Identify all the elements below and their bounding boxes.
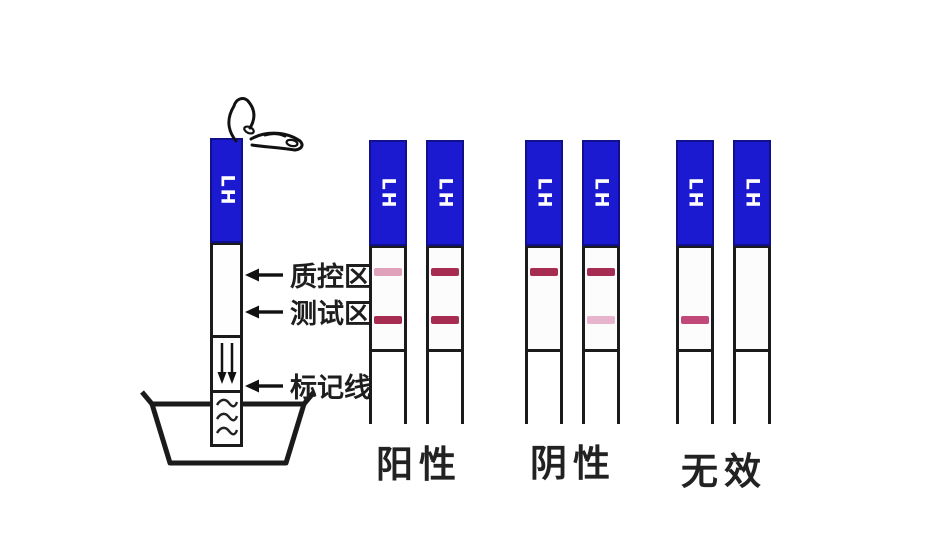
test-line	[431, 316, 459, 324]
strip-brand-label: LH	[684, 176, 707, 210]
annotation-test-zone: 测试区	[245, 292, 371, 331]
test-strip: LH	[426, 140, 464, 424]
strip-header: LH	[733, 140, 771, 246]
left-arrow-icon	[245, 268, 283, 281]
left-arrow-icon	[245, 379, 283, 392]
test-strip: LH	[525, 140, 563, 424]
strip-lower-section	[369, 352, 407, 424]
demo-dip-direction	[210, 335, 243, 390]
strip-lower-section	[525, 352, 563, 424]
demo-brand-label: LH	[216, 174, 239, 207]
strip-brand-label: LH	[377, 176, 400, 210]
strip-brand-label: LH	[434, 176, 457, 210]
strip-lower-section	[582, 352, 620, 424]
annotation-control-zone: 质控区	[245, 255, 371, 294]
test-strip: LH	[369, 140, 407, 424]
demo-test-strip: LH	[210, 138, 243, 447]
result-label-negative: 阴性	[530, 442, 616, 485]
strip-lower-section	[676, 352, 714, 424]
strip-header: LH	[369, 140, 407, 246]
annotation-marker-line: 标记线	[245, 366, 371, 405]
annotation-label: 质控区	[290, 262, 371, 293]
test-line	[587, 316, 615, 324]
strip-result-window	[582, 246, 620, 352]
strip-header: LH	[525, 140, 563, 246]
control-line	[431, 268, 459, 276]
strip-lower-section	[733, 352, 771, 424]
test-strip: LH	[582, 140, 620, 424]
test-line	[681, 316, 709, 324]
strip-result-window	[369, 246, 407, 352]
strip-result-window	[525, 246, 563, 352]
strip-result-window	[676, 246, 714, 352]
demo-strip-header: LH	[210, 138, 243, 243]
strip-header: LH	[426, 140, 464, 246]
annotation-label: 标记线	[290, 373, 371, 404]
strip-header: LH	[676, 140, 714, 246]
strip-brand-label: LH	[533, 176, 556, 210]
test-line	[374, 316, 402, 324]
test-strip: LH	[676, 140, 714, 424]
hand-icon	[227, 97, 304, 152]
result-label-positive: 阳性	[376, 443, 462, 486]
demo-submerged-section	[210, 390, 243, 447]
control-line	[530, 268, 558, 276]
strip-result-window	[426, 246, 464, 352]
result-label-invalid: 无效	[681, 450, 767, 493]
control-line	[587, 268, 615, 276]
liquid-waves-icon	[215, 398, 238, 435]
strip-header: LH	[582, 140, 620, 246]
strip-lower-section	[426, 352, 464, 424]
left-arrow-icon	[245, 305, 283, 318]
demo-result-window	[210, 243, 243, 335]
annotation-label: 测试区	[290, 299, 371, 330]
strip-brand-label: LH	[590, 176, 613, 210]
strip-brand-label: LH	[741, 176, 764, 210]
control-line	[374, 268, 402, 276]
test-strip: LH	[733, 140, 771, 424]
down-arrows-icon	[217, 343, 236, 384]
strip-result-window	[733, 246, 771, 352]
